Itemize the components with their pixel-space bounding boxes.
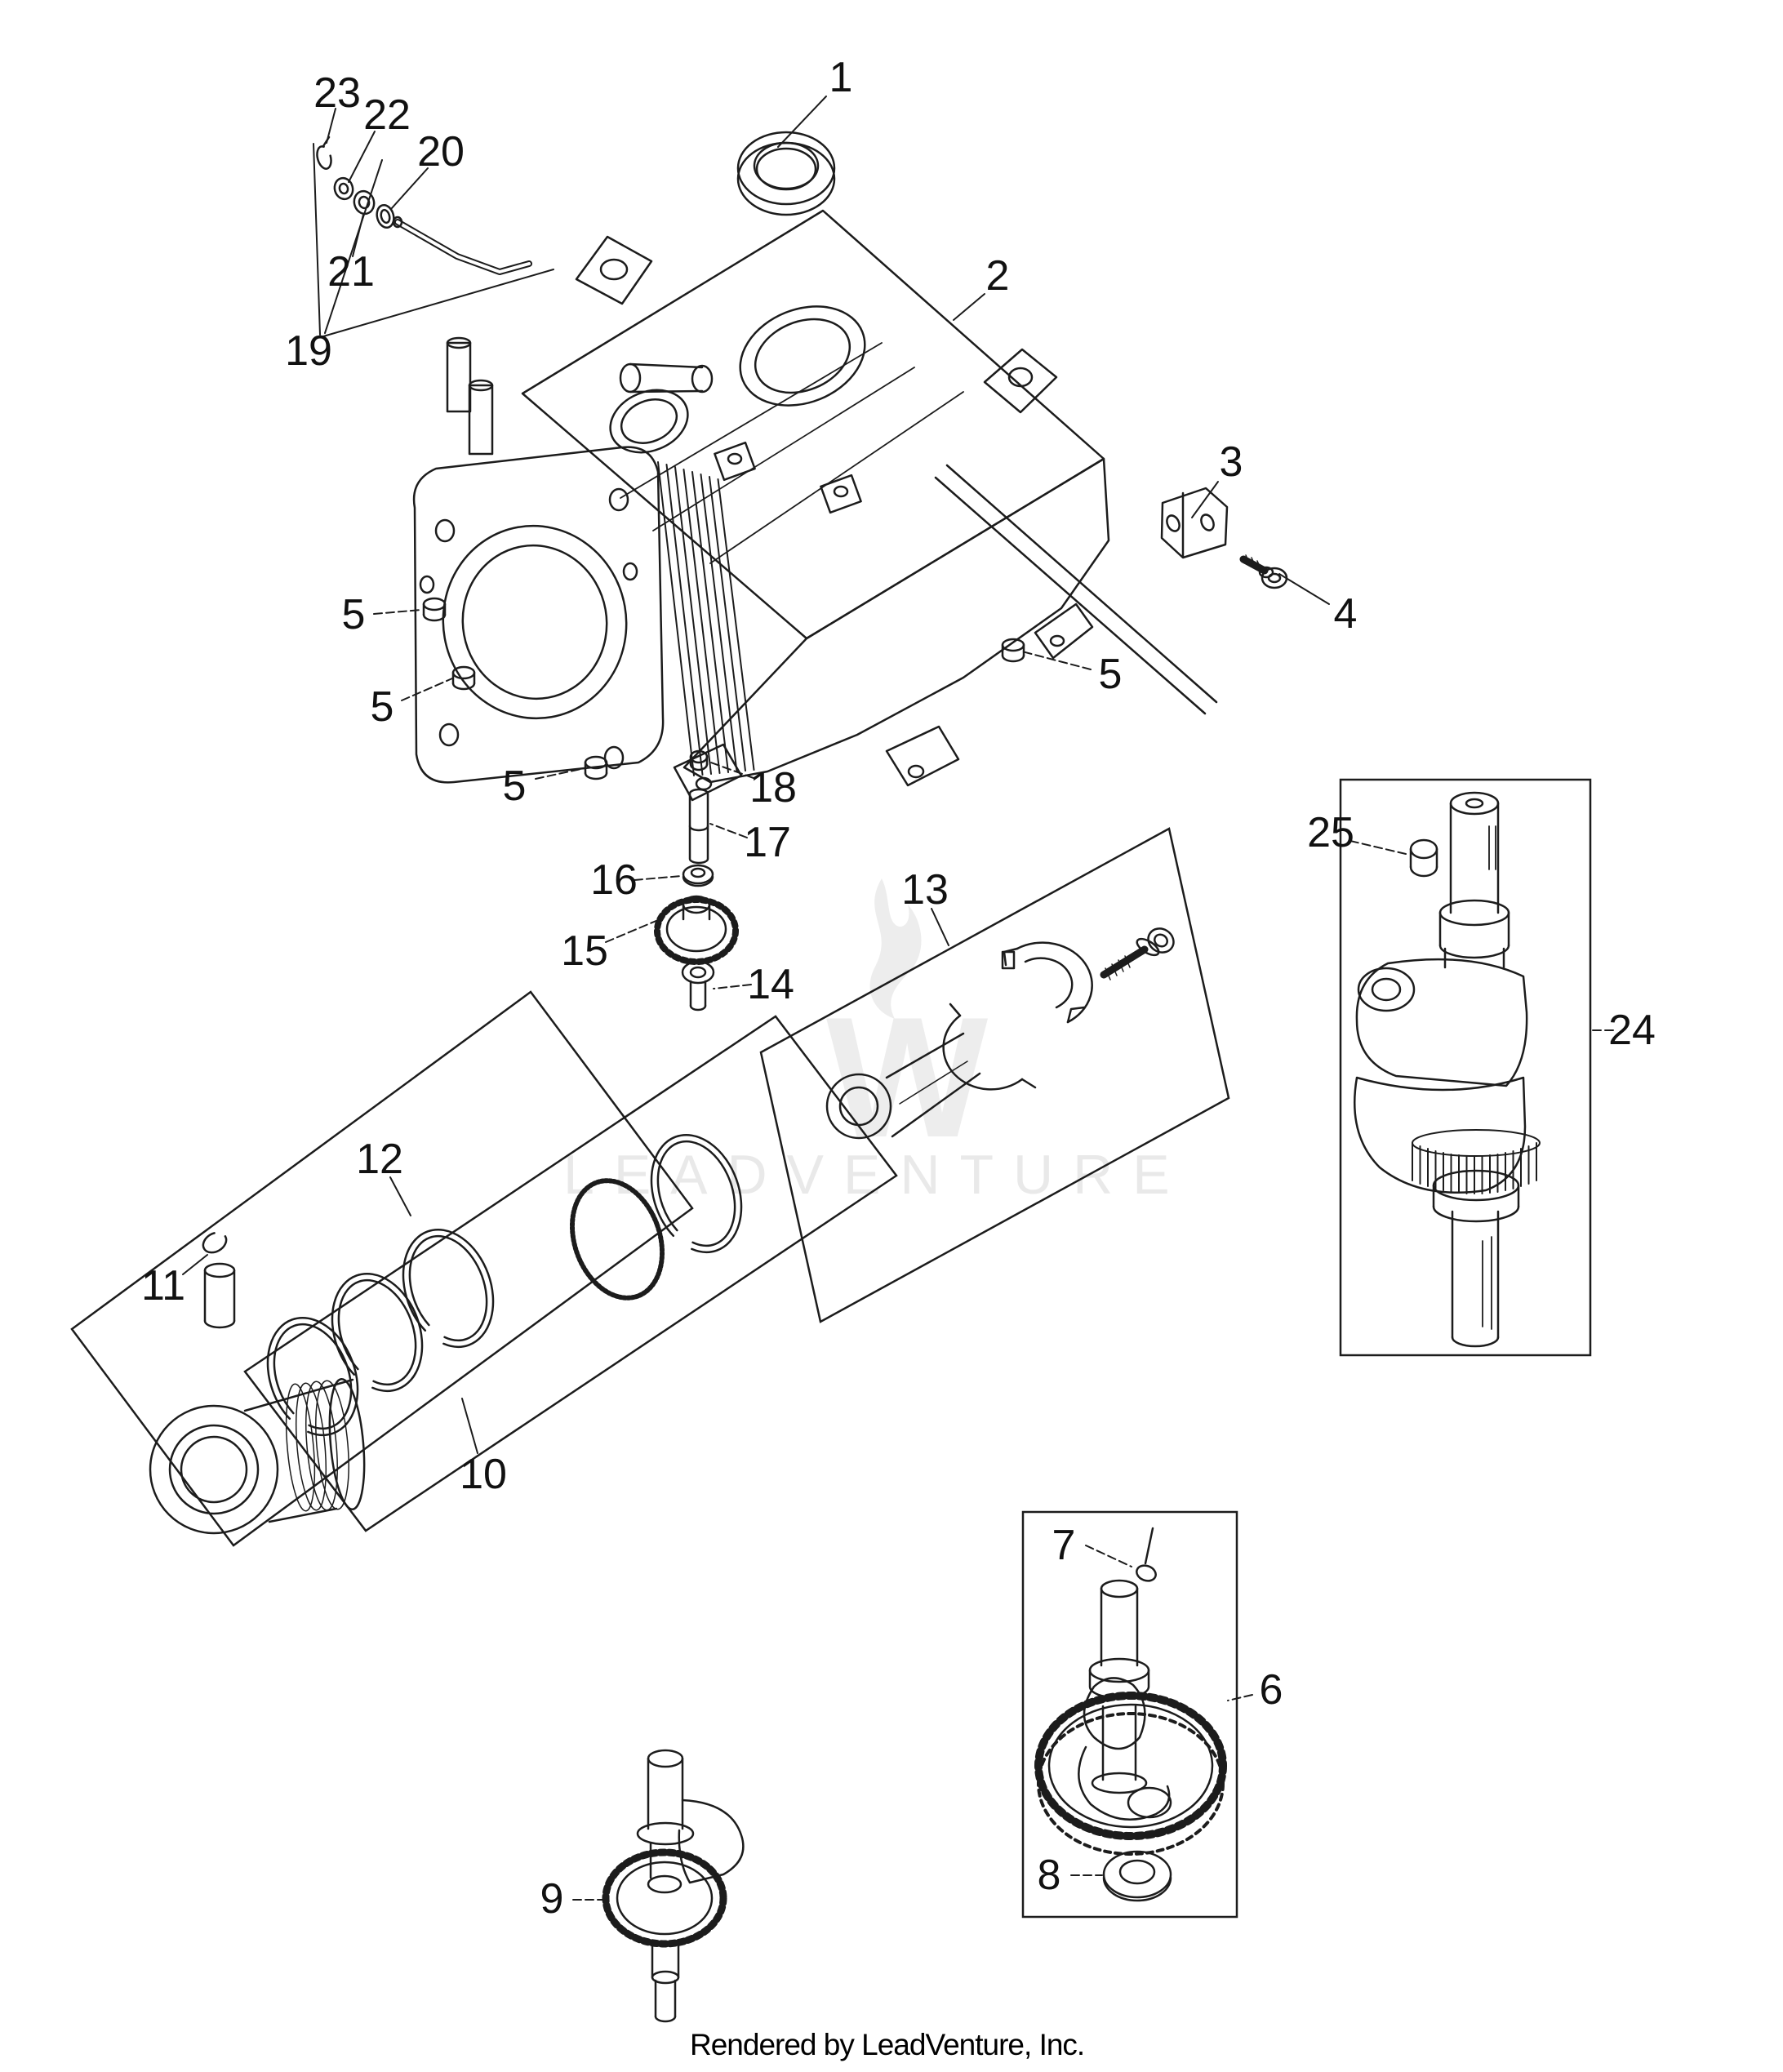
leader-3	[1191, 481, 1219, 518]
callout-5-a[interactable]: 5	[341, 591, 366, 638]
leader-6	[1227, 1694, 1253, 1701]
camshaft-part	[1034, 1579, 1227, 1856]
leader-5a	[373, 609, 422, 615]
leader-10	[461, 1398, 478, 1454]
cup-plug-c	[584, 755, 608, 780]
gear-shaft-part	[602, 1749, 745, 2023]
callout-21[interactable]: 21	[327, 248, 375, 296]
stud-part	[688, 788, 709, 865]
leader-14	[713, 984, 752, 989]
crank-gear-teeth	[1412, 1129, 1541, 1194]
leader-7	[1085, 1545, 1132, 1567]
o-ring-part	[376, 203, 395, 229]
callout-14[interactable]: 14	[747, 961, 794, 1008]
callout-22[interactable]: 22	[363, 91, 411, 139]
camshaft-box	[1021, 1510, 1238, 1919]
bracket-part	[1160, 487, 1229, 559]
cup-plug-b	[451, 665, 476, 691]
oil-seal-part	[736, 131, 836, 216]
rod-bolt-part	[1100, 927, 1175, 980]
callout-5-b[interactable]: 5	[370, 683, 394, 731]
callout-16[interactable]: 16	[590, 856, 638, 904]
washer-22-part	[333, 176, 354, 201]
piston-part	[149, 1378, 366, 1535]
crankshaft-part	[1354, 791, 1541, 1348]
leader-5b	[401, 678, 453, 701]
callout-17[interactable]: 17	[744, 819, 791, 866]
leader-12	[389, 1176, 411, 1216]
rod-cap-part	[1001, 941, 1093, 1024]
clip-part	[316, 136, 332, 170]
callout-24[interactable]: 24	[1608, 1007, 1656, 1054]
callout-18[interactable]: 18	[749, 764, 797, 811]
leader-21	[352, 214, 364, 257]
watermark-logo-letter: W	[826, 981, 988, 1173]
screw-14-part	[681, 960, 715, 1012]
leader-25	[1349, 840, 1407, 855]
cup-plug-a	[422, 597, 447, 622]
ring-set-box	[243, 1015, 898, 1532]
callout-5-d[interactable]: 5	[1098, 651, 1123, 698]
callout-2[interactable]: 2	[985, 252, 1010, 300]
gear-9-teeth	[602, 1848, 727, 1948]
callout-19[interactable]: 19	[285, 327, 332, 375]
cup-plug-d	[1001, 638, 1025, 663]
callout-3[interactable]: 3	[1219, 438, 1243, 486]
callout-10[interactable]: 10	[460, 1451, 507, 1498]
callout-13[interactable]: 13	[901, 866, 949, 914]
leader-19	[313, 143, 554, 337]
callout-6[interactable]: 6	[1259, 1666, 1283, 1714]
governor-rod-part	[392, 216, 532, 275]
callout-9[interactable]: 9	[540, 1875, 564, 1923]
cylinder-fins	[657, 461, 755, 776]
connecting-rod-box	[759, 827, 1230, 1323]
leader-17	[709, 823, 748, 838]
screw-4-part	[1239, 554, 1288, 589]
callout-8[interactable]: 8	[1037, 1852, 1061, 1899]
leader-1	[777, 96, 827, 148]
group-boxes	[70, 778, 1592, 1919]
oil-control-ring	[569, 1178, 665, 1301]
washer-21-part	[353, 189, 376, 216]
callout-25[interactable]: 25	[1307, 809, 1354, 856]
flame-watermark-icon	[869, 878, 922, 1019]
piston-pin-part	[202, 1231, 236, 1329]
piston-box	[70, 990, 694, 1547]
callout-1[interactable]: 1	[829, 54, 853, 101]
cylinder-face	[412, 446, 665, 784]
pin-7-part	[1136, 1527, 1157, 1582]
plug-18-part	[689, 749, 709, 771]
callout-11[interactable]: 11	[141, 1262, 185, 1309]
callout-12[interactable]: 12	[356, 1136, 403, 1183]
crankcase-part	[412, 209, 1218, 802]
callout-5-c[interactable]: 5	[502, 763, 527, 810]
callout-20[interactable]: 20	[417, 128, 465, 176]
leader-22	[348, 131, 376, 183]
governor-gear-part	[654, 895, 739, 965]
rendered-by-credit: Rendered by LeadVenture, Inc.	[690, 2028, 1085, 2061]
leader-15	[605, 919, 659, 943]
key-part	[1409, 838, 1438, 878]
leader-lines	[182, 96, 1614, 1901]
washer-8-part	[1102, 1850, 1172, 1902]
leader-11	[182, 1254, 208, 1275]
cam-gear-teeth	[1034, 1692, 1227, 1840]
callout-15[interactable]: 15	[561, 927, 608, 975]
washer-16-part	[682, 864, 714, 887]
leader-5d	[1021, 651, 1092, 670]
callout-4[interactable]: 4	[1333, 590, 1358, 638]
leader-16	[634, 875, 682, 881]
leader-2	[953, 293, 985, 321]
callout-7[interactable]: 7	[1052, 1522, 1076, 1569]
leader-20	[390, 167, 429, 210]
crankshaft-box	[1339, 778, 1592, 1357]
connecting-rod-part	[825, 1003, 1037, 1140]
callout-23[interactable]: 23	[313, 69, 361, 117]
piston-ring-set	[266, 1133, 743, 1437]
leader-13	[931, 908, 949, 946]
